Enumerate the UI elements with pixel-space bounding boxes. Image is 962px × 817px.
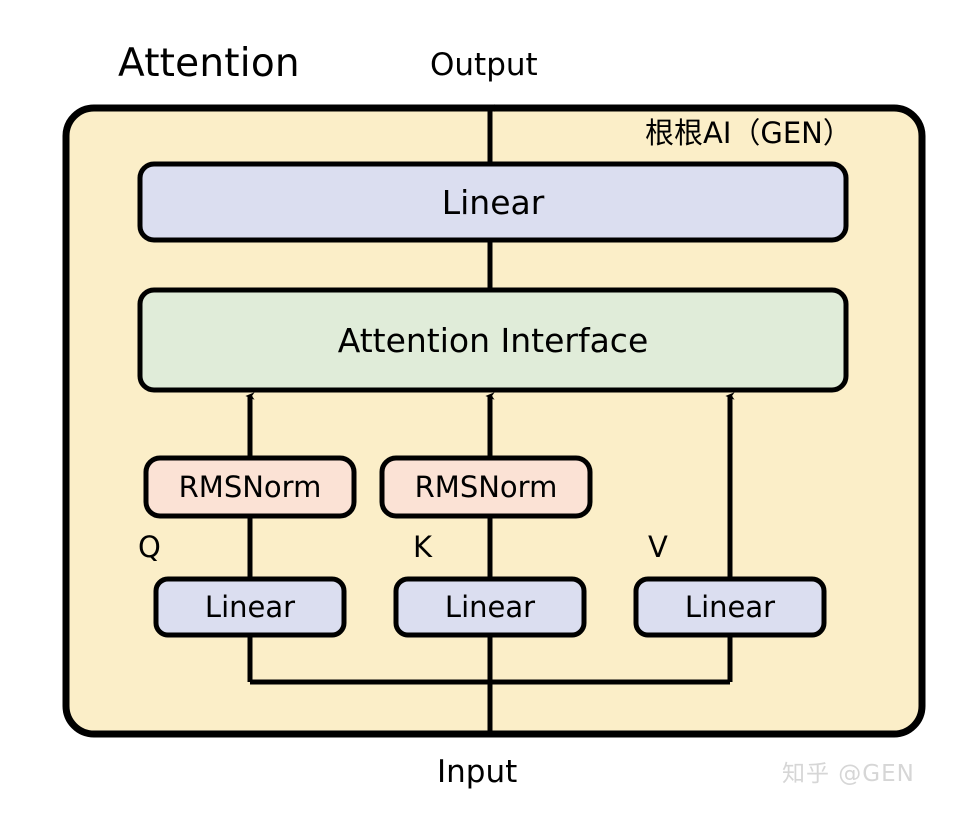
node-linear-v-box [633,576,827,638]
input-label: Input [437,754,518,790]
output-label: Output [430,47,538,83]
watermark-corner: 知乎 @GEN [782,761,915,787]
branch-label-q: Q [138,530,161,564]
node-rmsnorm-k-box [379,455,593,519]
node-linear-k-box [393,576,587,638]
watermark-in-box: 根根AI（GEN） [645,116,852,150]
node-linear-q-box [153,576,347,638]
branch-label-k: K [413,530,433,564]
diagram-title: Attention [118,41,300,86]
branch-label-v: V [648,530,668,564]
node-linear-output-box [137,161,849,243]
node-rmsnorm-q-box [143,455,357,519]
node-attention-interface-box [137,287,849,393]
